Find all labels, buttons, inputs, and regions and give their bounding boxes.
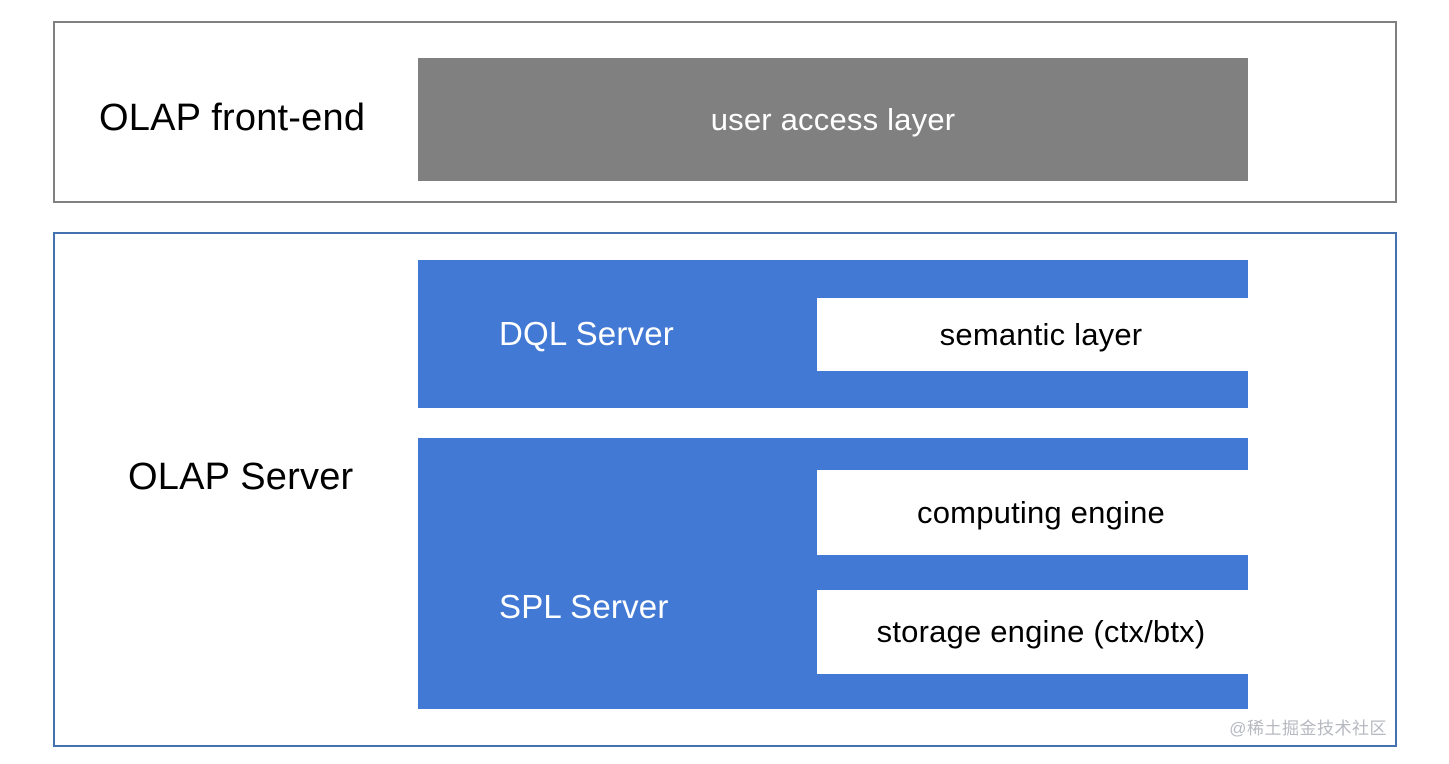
olap-server-label: OLAP Server xyxy=(128,456,354,498)
user-access-layer-bar: user access layer xyxy=(418,58,1248,181)
spl-server-title: SPL Server xyxy=(499,588,669,625)
computing-engine-label: computing engine xyxy=(917,494,1165,530)
olap-front-end-label: OLAP front-end xyxy=(99,97,366,139)
dql-server-bar: DQL Server semantic layer xyxy=(418,260,1265,408)
storage-engine-box: storage engine (ctx/btx) xyxy=(817,590,1265,674)
computing-engine-box: computing engine xyxy=(817,470,1265,555)
user-access-layer-label: user access layer xyxy=(710,101,956,137)
semantic-layer-label: semantic layer xyxy=(939,316,1143,352)
olap-server-panel: OLAP Server DQL Server semantic layer SP… xyxy=(53,232,1397,747)
spl-server-bar: SPL Server computing engine storage engi… xyxy=(418,438,1265,709)
watermark: @稀土掘金技术社区 xyxy=(1229,719,1387,738)
storage-engine-label: storage engine (ctx/btx) xyxy=(876,614,1206,649)
olap-front-end-panel: OLAP front-end user access layer xyxy=(53,21,1397,203)
dql-server-title: DQL Server xyxy=(499,315,674,352)
semantic-layer-box: semantic layer xyxy=(817,298,1265,371)
